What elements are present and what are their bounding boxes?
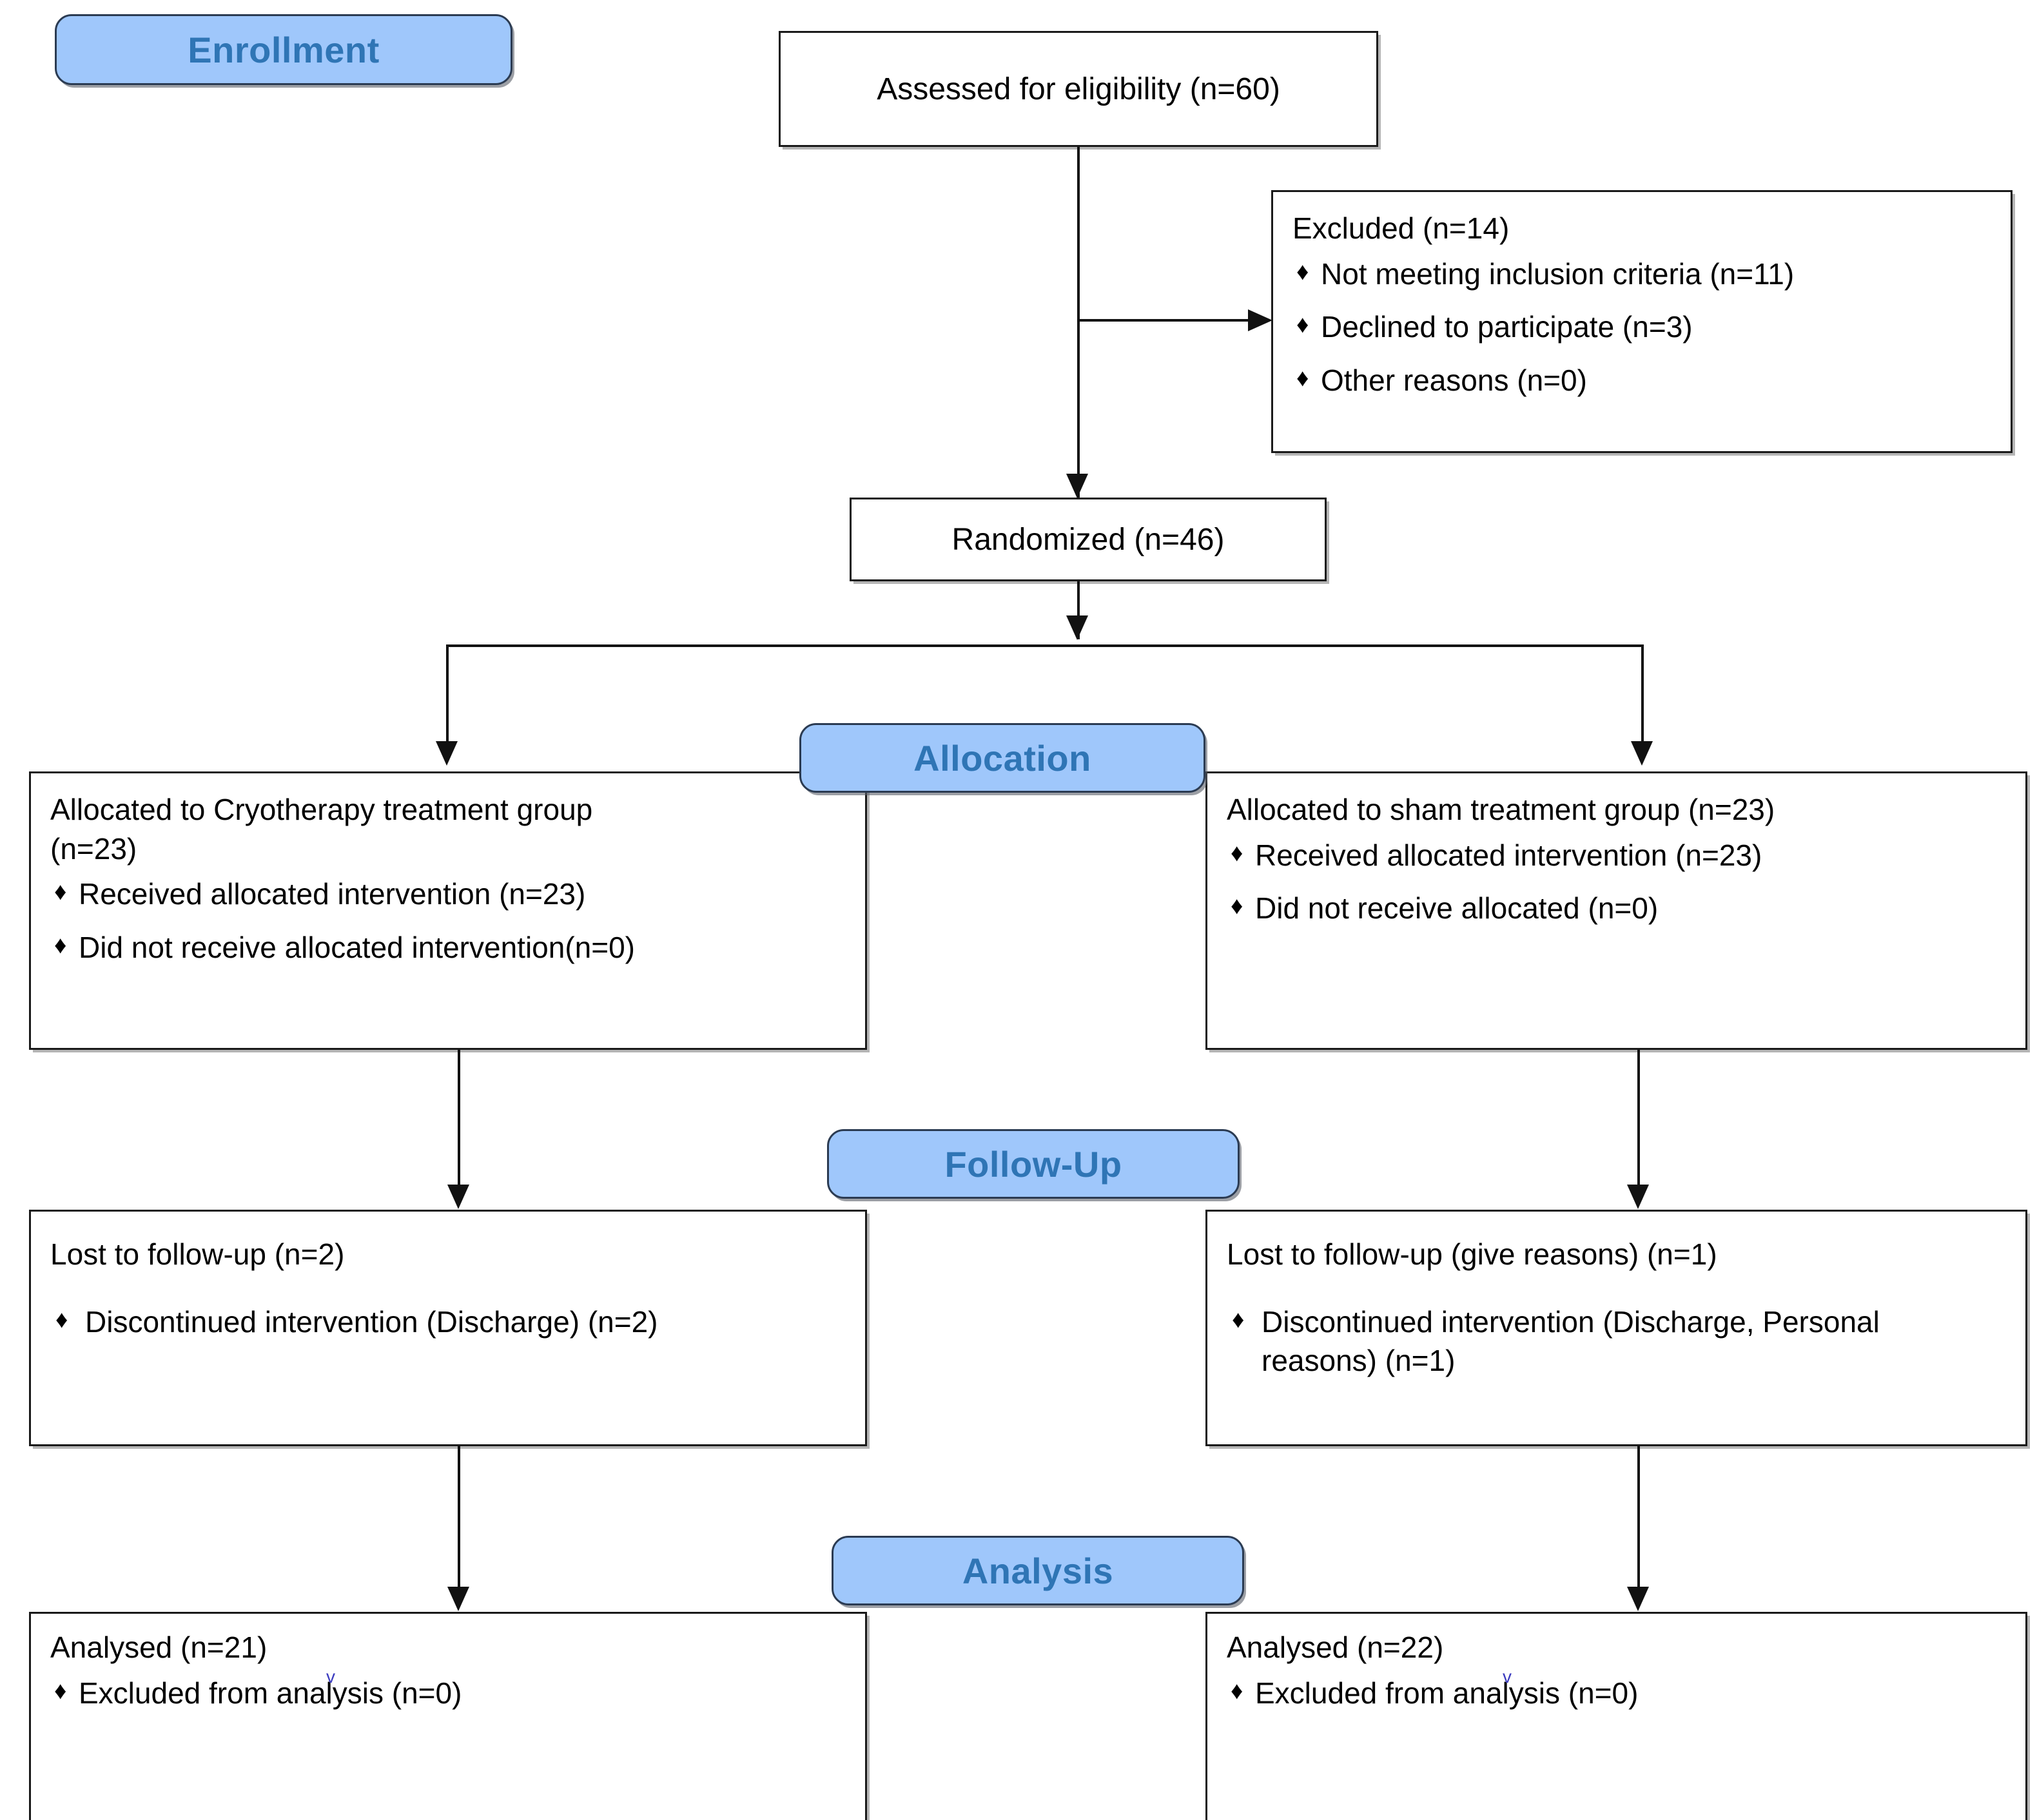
connector-assessed-trunk <box>1077 147 1080 498</box>
node-randomized: Randomized (n=46) <box>850 498 1327 581</box>
list-item-label: Did not receive allocated intervention(n… <box>79 931 635 965</box>
node-analysis-cryotherapy-heading: Analysed (n=21) <box>50 1631 268 1664</box>
list-item: ♦ Excluded from analysis (n=0) <box>50 1674 846 1713</box>
diamond-bullet-icon: ♦ <box>55 1306 68 1333</box>
node-analysis-sham-list: ♦ Excluded from analysis (n=0) <box>1227 1674 2006 1713</box>
list-item: ♦ Did not receive allocated intervention… <box>50 928 846 967</box>
node-followup-sham: Lost to follow-up (give reasons) (n=1) ♦… <box>1205 1210 2027 1446</box>
diamond-bullet-icon: ♦ <box>1231 1677 1243 1705</box>
connector-followup-right-to-analysis <box>1637 1446 1640 1594</box>
node-followup-cryotherapy: Lost to follow-up (n=2) ♦ Discontinued i… <box>29 1210 867 1446</box>
node-excluded-heading: Excluded (n=14) <box>1292 211 1510 245</box>
connector-to-excluded-arrowhead <box>1248 309 1272 331</box>
diamond-bullet-icon: ♦ <box>1296 258 1309 286</box>
node-allocation-cryotherapy-heading: Allocated to Cryotherapy treatment group… <box>50 793 593 866</box>
list-item-label: Received allocated intervention (n=23) <box>1255 838 1762 872</box>
diamond-bullet-icon: ♦ <box>1232 1306 1245 1333</box>
node-allocation-sham-list: ♦ Received allocated intervention (n=23)… <box>1227 836 2006 928</box>
list-item-label: Discontinued intervention (Discharge, Pe… <box>1262 1304 1880 1378</box>
node-assessed-for-eligibility: Assessed for eligibility (n=60) <box>779 31 1378 147</box>
node-followup-cryotherapy-list: ♦ Discontinued intervention (Discharge) … <box>50 1302 846 1342</box>
node-analysis-sham-heading: Analysed (n=22) <box>1227 1631 1444 1664</box>
node-analysis-cryotherapy: Analysed (n=21) ♦ Excluded from analysis… <box>29 1612 867 1820</box>
list-item: ♦ Received allocated intervention (n=23) <box>1227 836 2006 875</box>
diamond-bullet-icon: ♦ <box>54 932 67 960</box>
connector-analysis-left-arrowhead <box>447 1587 469 1611</box>
connector-randomized-stem <box>1077 581 1080 639</box>
proofing-mark-right: v <box>1503 1667 1512 1687</box>
diamond-bullet-icon: ♦ <box>1231 839 1243 867</box>
list-item-label: Not meeting inclusion criteria (n=11) <box>1321 257 1795 291</box>
list-item: ♦ Not meeting inclusion criteria (n=11) <box>1292 255 1991 294</box>
diamond-bullet-icon: ♦ <box>1296 311 1309 339</box>
node-allocation-cryotherapy: Allocated to Cryotherapy treatment group… <box>29 771 867 1050</box>
stage-badge-enrollment: Enrollment <box>55 14 512 85</box>
node-analysis-sham: Analysed (n=22) ♦ Excluded from analysis… <box>1205 1612 2027 1820</box>
connector-allocation-split-bar <box>446 644 1644 647</box>
diamond-bullet-icon: ♦ <box>1296 365 1309 392</box>
stage-badge-followup: Follow-Up <box>827 1129 1240 1199</box>
connector-to-randomized-arrowhead <box>1066 474 1088 498</box>
node-randomized-label: Randomized (n=46) <box>951 522 1225 557</box>
list-item: ♦ Other reasons (n=0) <box>1292 361 1991 400</box>
list-item-label: Received allocated intervention (n=23) <box>79 877 586 911</box>
list-item-label: Other reasons (n=0) <box>1321 363 1587 398</box>
connector-allocation-left-drop <box>446 644 449 748</box>
node-allocation-sham: Allocated to sham treatment group (n=23)… <box>1205 771 2027 1050</box>
connector-allocation-right-to-followup <box>1637 1050 1640 1192</box>
list-item-label: Declined to participate (n=3) <box>1321 310 1693 344</box>
list-item: ♦ Discontinued intervention (Discharge) … <box>50 1302 846 1342</box>
list-item-label: Excluded from analysis (n=0) <box>79 1676 462 1710</box>
node-allocation-cryotherapy-list: ♦ Received allocated intervention (n=23)… <box>50 875 846 967</box>
diamond-bullet-icon: ♦ <box>54 1677 67 1705</box>
node-followup-cryotherapy-heading: Lost to follow-up (n=2) <box>50 1237 345 1271</box>
stage-badge-allocation: Allocation <box>799 723 1205 793</box>
list-item: ♦ Excluded from analysis (n=0) <box>1227 1674 2006 1713</box>
connector-analysis-right-arrowhead <box>1627 1587 1649 1611</box>
connector-allocation-left-to-followup <box>458 1050 460 1192</box>
list-item: ♦ Did not receive allocated (n=0) <box>1227 889 2006 928</box>
node-followup-sham-list: ♦ Discontinued intervention (Discharge, … <box>1227 1302 2006 1380</box>
node-analysis-cryotherapy-list: ♦ Excluded from analysis (n=0) <box>50 1674 846 1713</box>
node-excluded: Excluded (n=14) ♦ Not meeting inclusion … <box>1271 190 2013 453</box>
connector-to-excluded-line <box>1077 319 1248 322</box>
list-item: ♦ Declined to participate (n=3) <box>1292 307 1991 347</box>
connector-randomized-stem-arrowhead <box>1066 615 1088 640</box>
node-followup-sham-heading: Lost to follow-up (give reasons) (n=1) <box>1227 1237 1717 1271</box>
list-item: ♦ Received allocated intervention (n=23) <box>50 875 846 914</box>
proofing-mark-left: v <box>326 1667 335 1687</box>
stage-badge-followup-label: Follow-Up <box>944 1143 1122 1185</box>
node-assessed-for-eligibility-label: Assessed for eligibility (n=60) <box>877 72 1280 106</box>
connector-followup-left-to-analysis <box>458 1446 460 1594</box>
diamond-bullet-icon: ♦ <box>54 878 67 906</box>
connector-allocation-left-arrowhead <box>436 741 458 766</box>
stage-badge-analysis: Analysis <box>832 1536 1244 1605</box>
list-item-label: Excluded from analysis (n=0) <box>1255 1676 1639 1710</box>
list-item-label: Discontinued intervention (Discharge) (n… <box>85 1304 658 1339</box>
connector-followup-right-arrowhead <box>1627 1185 1649 1209</box>
diamond-bullet-icon: ♦ <box>1231 893 1243 920</box>
stage-badge-analysis-label: Analysis <box>962 1550 1114 1591</box>
connector-allocation-right-arrowhead <box>1631 741 1653 766</box>
list-item-label: Did not receive allocated (n=0) <box>1255 891 1659 925</box>
node-excluded-reason-list: ♦ Not meeting inclusion criteria (n=11) … <box>1292 255 1991 400</box>
connector-followup-left-arrowhead <box>447 1185 469 1209</box>
connector-allocation-right-drop <box>1641 644 1644 748</box>
stage-badge-enrollment-label: Enrollment <box>188 29 380 70</box>
stage-badge-allocation-label: Allocation <box>913 737 1091 779</box>
node-allocation-sham-heading: Allocated to sham treatment group (n=23) <box>1227 793 1775 826</box>
list-item: ♦ Discontinued intervention (Discharge, … <box>1227 1302 2006 1380</box>
